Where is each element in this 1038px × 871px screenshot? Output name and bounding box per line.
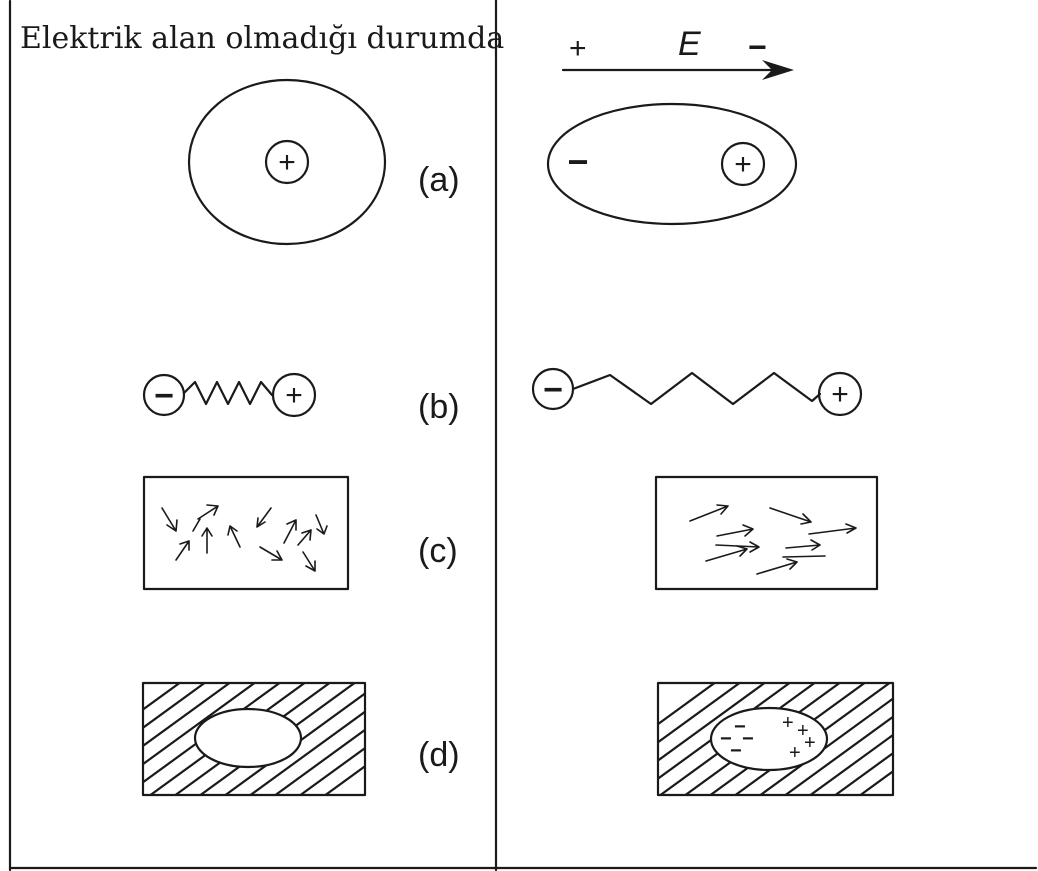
atom-polarized: − + <box>546 102 798 226</box>
field-plus-sign: + <box>569 32 587 65</box>
row-label-c: (c) <box>418 532 458 570</box>
charge-neg-1: − <box>734 716 746 738</box>
field-arrow-head <box>762 60 794 80</box>
charge-pos-4: + <box>789 742 801 764</box>
electron-cloud <box>187 78 387 246</box>
dielectric-box-random <box>142 475 350 591</box>
charge-neg-3: − <box>742 728 754 750</box>
dipoles-random <box>142 475 350 591</box>
cation <box>271 372 317 418</box>
negative-end-sign: − <box>567 141 588 182</box>
charge-pos-2: + <box>797 720 809 742</box>
cation-stretched <box>817 371 863 417</box>
electron-cloud-shifted <box>546 102 798 226</box>
left-panel-title: Elektrik alan olmadığı durumda <box>20 21 504 56</box>
ion-pair-stretched: − + <box>531 367 863 417</box>
matrix-box <box>141 681 367 797</box>
charge-pos-1: + <box>782 712 794 734</box>
anion <box>142 373 186 417</box>
bond-spring-stretched <box>571 371 822 406</box>
interfacial-charges: − − − − + + + + <box>720 712 816 764</box>
inclusion-polarized <box>709 706 829 772</box>
anion-sign: − <box>154 377 174 415</box>
charge-pos-3: + <box>804 732 816 754</box>
nucleus-shifted <box>720 141 766 187</box>
bond-spring-compressed <box>182 380 274 406</box>
random-dipole-arrows <box>161 504 328 572</box>
matrix-box-polarized <box>656 681 895 797</box>
row-label-d: (d) <box>418 736 460 774</box>
charge-neg-2: − <box>720 728 732 750</box>
field-minus-sign: − <box>748 29 767 65</box>
cation-sign: + <box>285 379 303 412</box>
interface-unpolarized <box>141 681 367 797</box>
dipoles-aligned <box>654 475 879 591</box>
aligned-dipole-arrows <box>689 504 857 575</box>
cation-stretched-sign: + <box>831 378 849 411</box>
nucleus-sign: + <box>278 146 296 179</box>
nucleus-shifted-sign: + <box>734 148 752 181</box>
electric-field-indicator: + E − <box>561 25 794 80</box>
charge-neg-4: − <box>730 740 742 762</box>
nucleus <box>264 139 310 185</box>
row-label-b: (b) <box>418 388 460 426</box>
inclusion <box>193 707 303 769</box>
ion-pair-unstretched: − + <box>142 372 317 418</box>
field-symbol: E <box>678 25 701 63</box>
dielectric-box-aligned <box>654 475 879 591</box>
frame <box>8 0 1038 871</box>
atom-unpolarized: + <box>187 78 387 246</box>
interface-polarized: − − − − + + + + <box>656 681 895 797</box>
anion-stretched-sign: − <box>543 371 563 409</box>
row-label-a: (a) <box>418 161 460 199</box>
